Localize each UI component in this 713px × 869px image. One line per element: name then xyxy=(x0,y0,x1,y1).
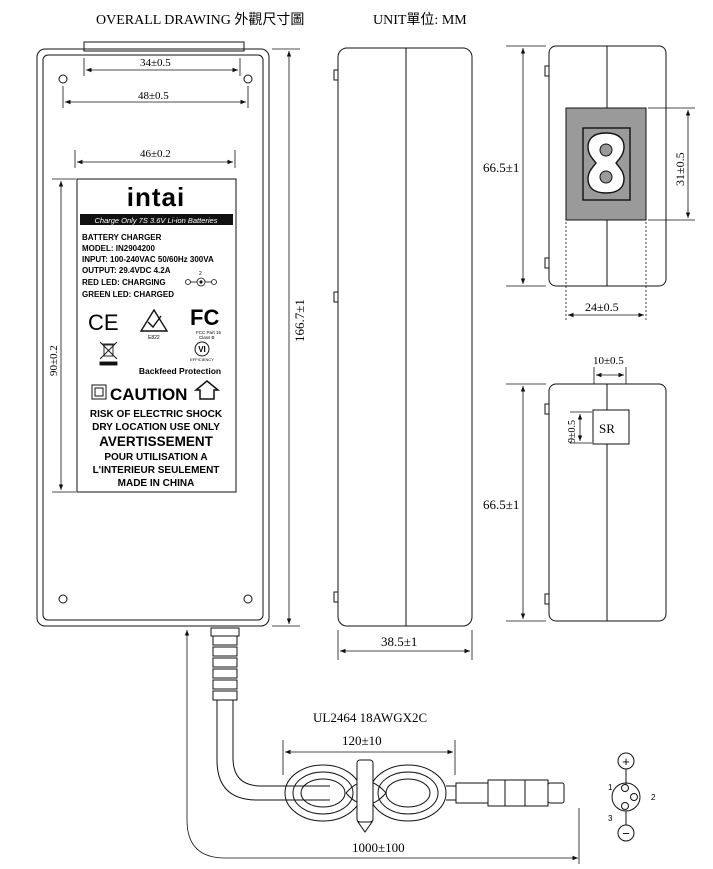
screw-hole-tl xyxy=(58,74,68,84)
negative-terminal-icon xyxy=(617,824,635,842)
fcc-mark: FC xyxy=(190,305,219,330)
ce-mark: CE xyxy=(88,310,119,335)
dim-label-height xyxy=(52,178,76,493)
dim-label-width xyxy=(74,150,236,168)
dim-socket-height xyxy=(648,107,695,221)
french-line-1: POUR UTILISATION A xyxy=(104,452,207,463)
dim-overall-length-label: 166.7±1 xyxy=(292,299,307,342)
ac-socket xyxy=(565,107,647,221)
positive-terminal-label: + xyxy=(622,754,630,769)
dim-top-width-holes xyxy=(62,86,249,108)
dim-end-height-bottom xyxy=(506,383,546,622)
screw-hole-tr xyxy=(243,74,253,84)
dim-top-width-inner-label: 34±0.5 xyxy=(140,57,171,69)
charger-body-inner xyxy=(42,54,264,621)
dim-sr-height xyxy=(570,411,592,444)
dim-cable-length-label: 1000±100 xyxy=(352,840,405,855)
fcc-note-1: FCC Part 15 xyxy=(196,330,222,335)
weee-bin-icon xyxy=(99,341,118,366)
dim-end-height-bottom-label: 66.5±1 xyxy=(483,497,519,512)
efficiency-icon xyxy=(194,341,210,357)
side-view xyxy=(333,47,473,627)
warning-line-2: DRY LOCATION USE ONLY xyxy=(92,422,220,433)
iec-c8-inlet-icon xyxy=(587,132,625,194)
dim-top-width-holes-label: 48±0.5 xyxy=(138,90,169,102)
polarity-pin-label: 2 xyxy=(199,271,202,277)
dim-overall-length xyxy=(272,48,300,627)
front-view xyxy=(36,41,270,627)
double-insulation-icon xyxy=(91,384,107,400)
pin-2-label: 2 xyxy=(651,793,656,802)
label-line-3: INPUT: 100-240VAC 50/60Hz 300VA xyxy=(82,255,214,264)
indoor-use-icon xyxy=(193,380,221,400)
brand-logo: intai xyxy=(127,182,185,212)
dim-sr-height-label: 9±0.5 xyxy=(567,420,578,443)
label-banner: Charge Only 7S 3.6V Li-ion Batteries xyxy=(95,216,218,225)
avertissement-title: AVERTISSEMENT xyxy=(99,434,214,449)
dim-socket-width-label: 24±0.5 xyxy=(585,300,619,314)
dim-end-height-top-label: 66.5±1 xyxy=(483,160,519,175)
label-line-4: OUTPUT: 29.4VDC 4.2A xyxy=(82,266,171,275)
dim-label-height-label: 90±0.2 xyxy=(48,345,60,376)
dim-cable-length xyxy=(184,630,580,864)
label-line-2: MODEL: IN2904200 xyxy=(82,244,155,253)
dim-top-width-inner xyxy=(83,58,241,76)
backfeed-text: Backfeed Protection xyxy=(139,366,221,376)
cable-spec: UL2464 18AWGX2C xyxy=(313,710,427,725)
caution-title: CAUTION xyxy=(110,385,187,404)
product-label: intai Charge Only 7S 3.6V Li-ion Batteri… xyxy=(76,178,237,493)
rcm-code: E822 xyxy=(148,335,160,341)
negative-terminal-label: − xyxy=(622,826,630,841)
dim-sr-width-label: 10±0.5 xyxy=(593,355,624,367)
warning-line-1: RISK OF ELECTRIC SHOCK xyxy=(90,409,223,420)
output-plug xyxy=(455,779,565,807)
label-line-5: RED LED: CHARGING xyxy=(82,278,166,287)
dim-socket-height-label: 31±0.5 xyxy=(673,152,687,186)
made-in-text: MADE IN CHINA xyxy=(118,478,195,489)
polarity-icon xyxy=(185,277,217,287)
efficiency-note: EFFICIENCY xyxy=(190,357,214,362)
label-banner-bg xyxy=(80,214,233,225)
dim-sr-width xyxy=(593,367,627,384)
label-line-1: BATTERY CHARGER xyxy=(82,233,162,242)
efficiency-mark: VI xyxy=(198,345,206,354)
charger-body-outline xyxy=(36,48,270,627)
plug-face xyxy=(611,782,641,812)
dim-coil-length-label: 120±10 xyxy=(342,733,382,748)
french-line-2: L'INTERIEUR SEULEMENT xyxy=(93,465,220,476)
pin-3-label: 3 xyxy=(608,814,613,823)
dim-body-width xyxy=(337,630,473,660)
strain-relief xyxy=(210,627,240,701)
fcc-note-2: Class B xyxy=(199,335,215,340)
unit-label: UNIT單位: MM xyxy=(373,12,467,28)
dim-body-width-label: 38.5±1 xyxy=(381,634,417,649)
drawing-title: OVERALL DRAWING 外觀尺寸圖 xyxy=(96,12,304,28)
screw-hole-bl xyxy=(58,594,68,604)
dim-end-height-top xyxy=(506,45,546,287)
connector-pinout xyxy=(611,752,641,842)
screw-hole-br xyxy=(243,594,253,604)
rcm-icon xyxy=(139,308,169,332)
dim-coil-length xyxy=(282,740,456,775)
cable-tie xyxy=(356,759,374,833)
end-view-bottom xyxy=(544,383,667,622)
top-tab xyxy=(83,41,245,52)
pin-1-label: 1 xyxy=(608,783,613,792)
label-line-6: GREEN LED: CHARGED xyxy=(82,290,174,299)
sr-tag: SR xyxy=(599,421,615,436)
sr-box xyxy=(592,409,630,445)
dim-socket-width xyxy=(565,222,647,322)
dim-label-width-label: 46±0.2 xyxy=(140,148,171,160)
